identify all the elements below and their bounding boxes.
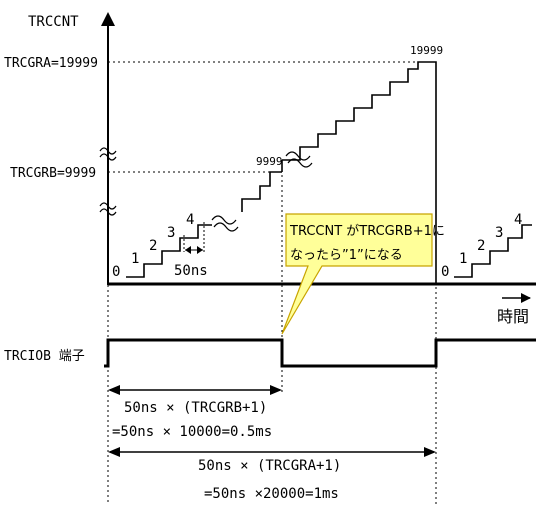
step-width-label: 50ns [174,263,208,279]
step-label: 1 [131,251,139,267]
callout-box [281,213,433,335]
step-label: 3 [167,225,175,241]
step-label: 2 [149,238,157,254]
arrow-left-icon [108,385,120,395]
span1-result: =50ns × 10000=0.5ms [112,424,272,440]
value-mid-label: 9999 [256,155,283,168]
callout-line-1: TRCCNT がTRCGRB+1に [289,224,445,239]
step-label: 0 [441,264,449,280]
trcgrb-label: TRCGRB=9999 [10,166,96,181]
arrow-right-icon [270,385,282,395]
step-label: 4 [514,212,522,228]
axis-break-mark-icon [99,202,117,216]
arrow-right-icon [197,246,203,254]
axis-break-mark-icon [99,147,117,161]
staircase-break-mark-icon [211,215,239,232]
step-label: 0 [112,264,120,280]
y-axis-arrow-icon [101,12,115,26]
span1-formula: 50ns × (TRCGRB+1) [124,400,267,416]
arrow-right-icon [424,447,436,457]
pin-waveform [104,338,536,368]
callout-line-2: なったら”1”になる [290,248,403,263]
counter-staircase [126,61,437,284]
counter-staircase-second [454,224,532,278]
x-axis-label: 時間 [497,307,529,326]
arrow-left-icon [108,447,120,457]
pin-label: TRCIOB 端子 [4,349,85,364]
arrow-left-icon [185,246,191,254]
y-axis-label: TRCCNT [28,14,79,30]
step-label: 3 [495,225,503,241]
span2-formula: 50ns × (TRCGRA+1) [198,458,341,474]
trcgra-label: TRCGRA=19999 [4,56,98,71]
span2-result: =50ns ×20000=1ms [204,486,339,502]
step-label: 1 [459,251,467,267]
step-label: 4 [186,212,194,228]
value-max-label: 19999 [410,44,443,57]
step-label: 2 [477,238,485,254]
staircase-break-mark-icon [285,151,313,168]
